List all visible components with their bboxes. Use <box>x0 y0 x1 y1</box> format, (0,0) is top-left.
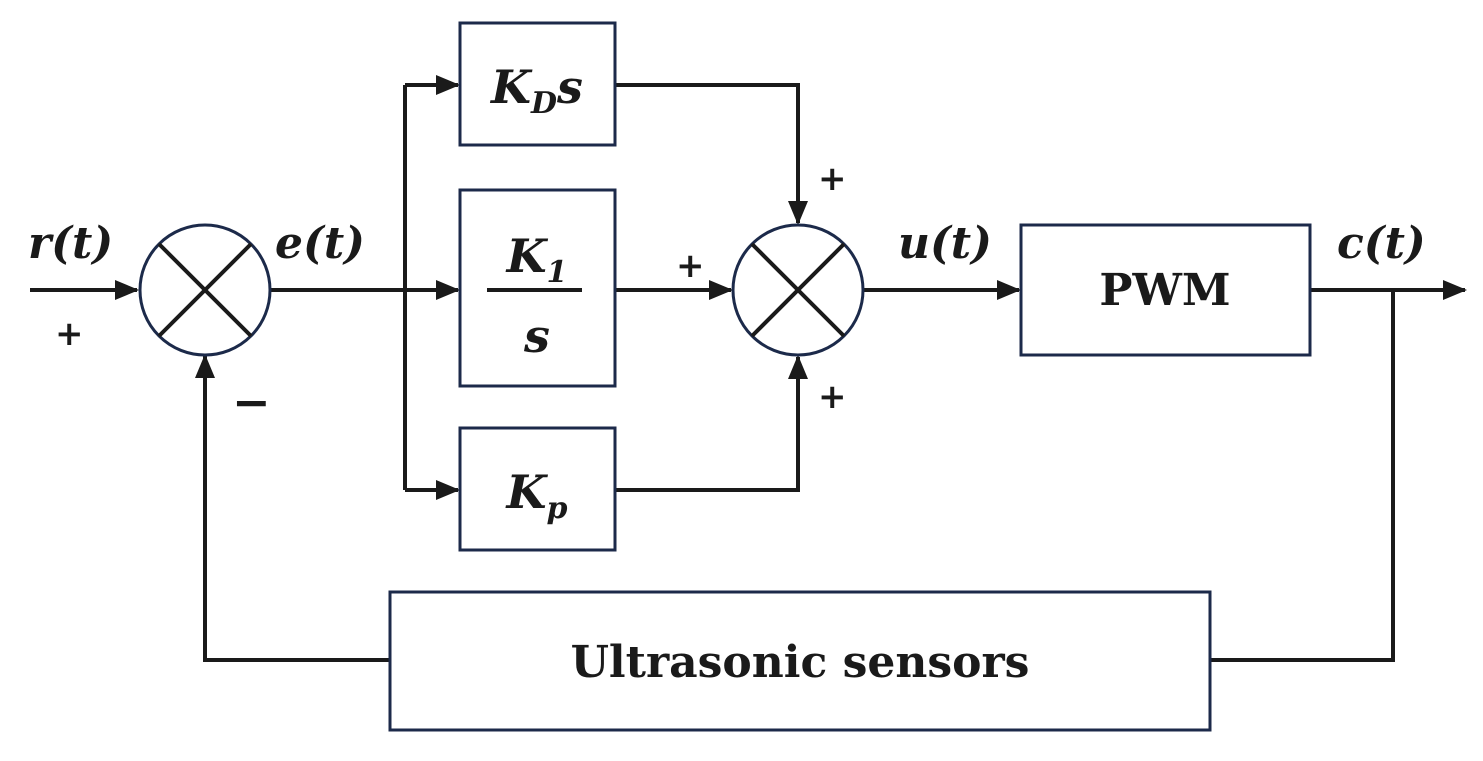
proportional-block: Kp <box>458 426 617 552</box>
svg-text:K1: K1 <box>505 229 568 290</box>
svg-text:Ultrasonic sensors: Ultrasonic sensors <box>571 637 1030 688</box>
control-signal-label: u(t) <box>898 218 992 269</box>
svg-text:s: s <box>523 309 550 363</box>
svg-text:PWM: PWM <box>1099 265 1230 316</box>
sensor-block: Ultrasonic sensors <box>388 590 1212 732</box>
integral-plus-sign: + <box>676 246 705 286</box>
error-signal-label: e(t) <box>275 218 365 269</box>
wires <box>30 75 1467 662</box>
svg-text:Kp: Kp <box>505 465 568 526</box>
proportional-out-wire <box>615 355 808 492</box>
feedback-out-wire <box>1210 290 1395 662</box>
controller-summing-junction <box>731 223 865 357</box>
svg-text:KDs: KDs <box>489 60 583 121</box>
derivative-out-wire <box>615 83 808 225</box>
error-summing-junction <box>138 223 272 357</box>
pwm-block: PWM <box>1019 223 1312 357</box>
feedback-return-wire <box>195 354 390 662</box>
feedback-minus-sign: − <box>232 375 271 429</box>
derivative-plus-sign: + <box>818 159 847 199</box>
derivative-block: KDs <box>458 21 617 147</box>
proportional-plus-sign: + <box>818 377 847 417</box>
reference-plus-sign: + <box>55 314 84 354</box>
integral-block: K1 s <box>458 188 617 388</box>
output-signal-label: c(t) <box>1337 218 1426 269</box>
reference-signal-label: r(t) <box>28 218 113 269</box>
